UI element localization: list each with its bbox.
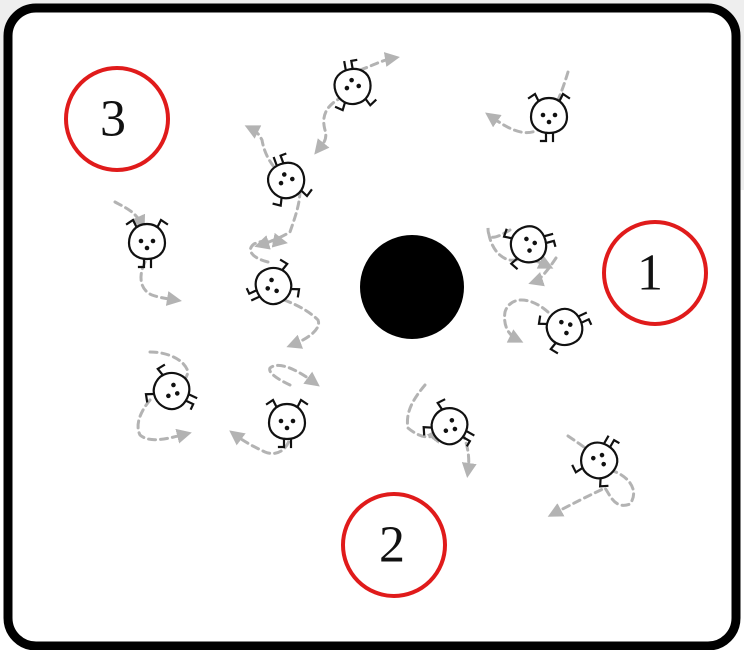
zone-label-2: 2 (343, 494, 445, 596)
zone-label-1: 1 (604, 222, 706, 324)
zone-number-1: 1 (637, 245, 663, 302)
zone-number-3: 3 (100, 91, 126, 148)
zone-number-2: 2 (379, 517, 405, 574)
center-food-source (360, 235, 464, 339)
zone-label-3: 3 (66, 68, 168, 170)
